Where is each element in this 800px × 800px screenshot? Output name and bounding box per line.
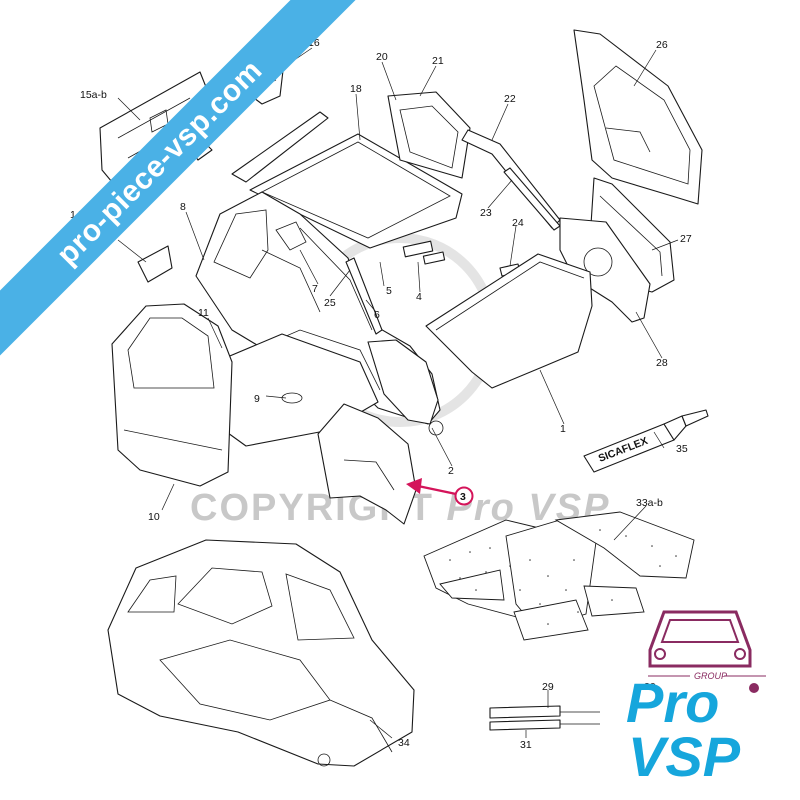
highlight-arrow-part-3 bbox=[406, 478, 474, 506]
label-24: 24 bbox=[512, 217, 524, 229]
logo-group-text: GROUP bbox=[694, 671, 727, 681]
provsp-logo: GROUP Pro VSP bbox=[626, 610, 766, 788]
bonnet-1 bbox=[425, 253, 593, 389]
label-11: 11 bbox=[198, 307, 209, 319]
label-9: 9 bbox=[254, 393, 260, 405]
leader-lines bbox=[109, 47, 679, 739]
label-15ab: 15a-b bbox=[80, 89, 107, 101]
logo-pro-text: Pro bbox=[626, 671, 719, 734]
mat-texture bbox=[449, 529, 677, 625]
label-10: 10 bbox=[148, 511, 160, 523]
logo-accent-dot bbox=[749, 683, 759, 693]
label-28: 28 bbox=[656, 357, 668, 369]
label-4: 4 bbox=[416, 291, 422, 303]
label-27: 27 bbox=[680, 233, 692, 245]
label-6: 6 bbox=[374, 309, 380, 321]
label-34: 34 bbox=[398, 737, 410, 749]
sealant-nozzles-29-31 bbox=[489, 705, 600, 731]
label-23: 23 bbox=[480, 207, 492, 219]
sound-mats-33ab bbox=[423, 511, 695, 641]
label-25: 25 bbox=[324, 297, 336, 309]
label-3: 3 bbox=[460, 491, 466, 503]
label-2: 2 bbox=[448, 465, 454, 477]
rear-door-26 bbox=[573, 29, 703, 205]
rear-window-frame-20-21 bbox=[387, 91, 471, 179]
label-35: 35 bbox=[676, 443, 688, 455]
sealant-tube-35: SICAFLEX bbox=[583, 409, 709, 473]
front-wing-3 bbox=[317, 403, 417, 525]
label-7: 7 bbox=[312, 283, 318, 295]
bracket-12 bbox=[137, 245, 173, 283]
inner-wheel-arch-28 bbox=[559, 217, 651, 323]
clips-4 bbox=[402, 240, 446, 265]
label-26: 26 bbox=[656, 39, 668, 51]
label-33ab: 33a-b bbox=[636, 497, 663, 509]
label-31: 31 bbox=[520, 739, 532, 751]
label-16: 16 bbox=[308, 37, 320, 49]
label-5: 5 bbox=[386, 285, 392, 297]
label-8: 8 bbox=[180, 201, 186, 213]
label-29: 29 bbox=[542, 681, 554, 693]
body-in-white-34 bbox=[107, 539, 415, 767]
label-22: 22 bbox=[504, 93, 516, 105]
roof-panel-18 bbox=[249, 133, 463, 249]
label-21: 21 bbox=[432, 55, 444, 67]
label-20: 20 bbox=[376, 51, 388, 63]
label-18: 18 bbox=[350, 83, 362, 95]
logo-car-outline bbox=[648, 610, 752, 668]
front-door-10 bbox=[111, 303, 233, 487]
label-30: 30 bbox=[644, 681, 656, 693]
roof-side-moulding bbox=[231, 111, 329, 183]
logo-vsp-text: VSP bbox=[628, 725, 741, 788]
label-1: 1 bbox=[560, 423, 566, 435]
